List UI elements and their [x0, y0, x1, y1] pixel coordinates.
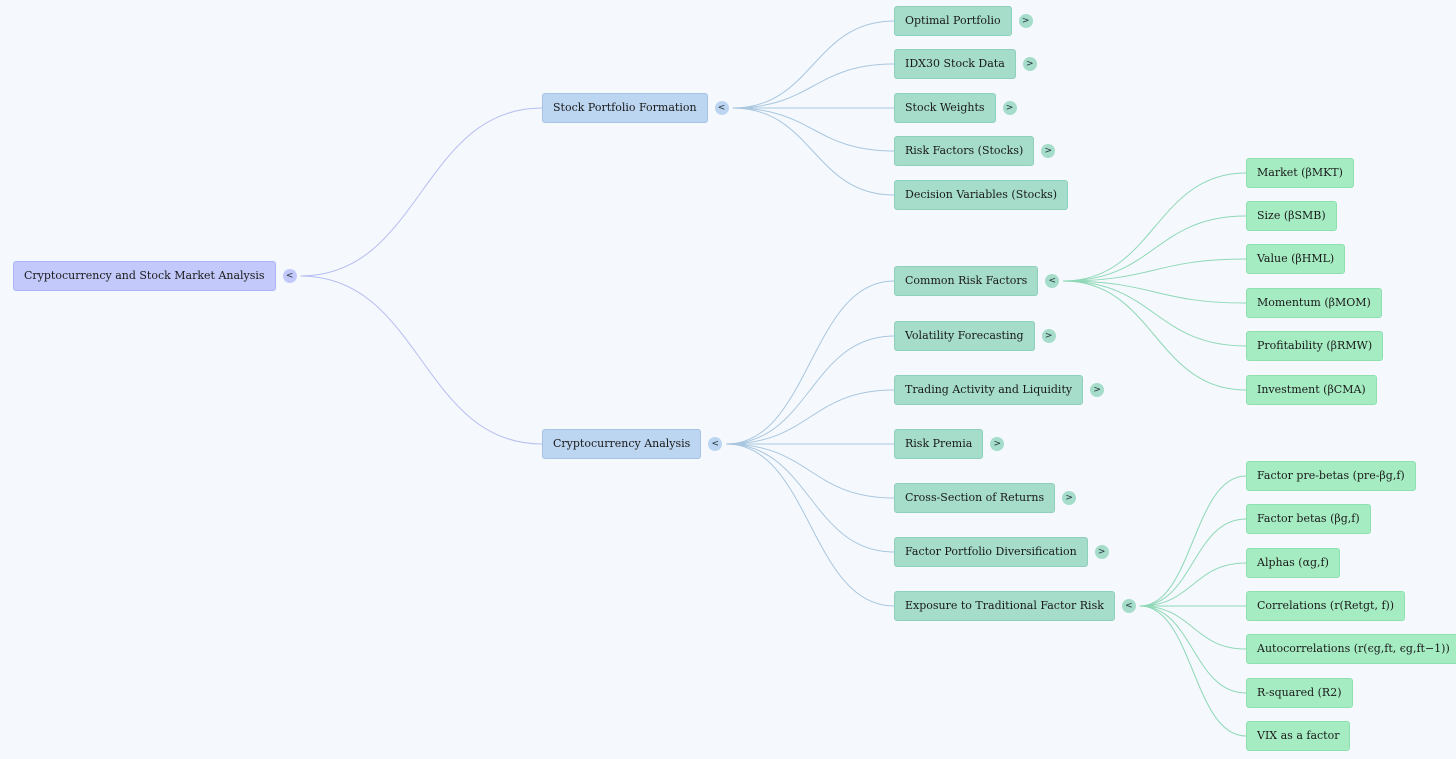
chevron-left-icon[interactable]: <: [282, 269, 297, 283]
node-vix-factor[interactable]: VIX as a factor: [1246, 721, 1351, 751]
edge-cryptocurrency-analysis-to-common-risk-factors: [726, 280, 895, 445]
edge-common-risk-factors-to-profitability: [1063, 280, 1247, 347]
chevron-right-icon[interactable]: >: [990, 437, 1005, 451]
edge-stock-portfolio-formation-to-optimal-portfolio: [732, 20, 895, 109]
node-volatility-forecasting[interactable]: Volatility Forecasting: [894, 321, 1035, 351]
node-stock-weights[interactable]: Stock Weights: [894, 93, 996, 123]
node-risk-factors-stocks[interactable]: Risk Factors (Stocks): [894, 136, 1035, 166]
node-decision-variables-stocks[interactable]: Decision Variables (Stocks): [894, 180, 1069, 210]
chevron-right-icon[interactable]: >: [1018, 14, 1033, 28]
edge-cryptocurrency-analysis-to-factor-portfolio-diversification: [726, 443, 895, 553]
chevron-left-icon[interactable]: <: [1121, 599, 1136, 613]
node-stock-portfolio-formation[interactable]: Stock Portfolio Formation: [542, 93, 708, 123]
node-factor-betas[interactable]: Factor betas (βg,f): [1246, 504, 1371, 534]
chevron-left-icon[interactable]: <: [714, 101, 729, 115]
node-value[interactable]: Value (βHML): [1246, 244, 1346, 274]
node-correlations[interactable]: Correlations (r(Retgt, f)): [1246, 591, 1406, 621]
chevron-right-icon[interactable]: >: [1022, 57, 1037, 71]
edge-exposure-traditional-factor-risk-to-r-squared: [1139, 605, 1247, 694]
node-cryptocurrency-analysis[interactable]: Cryptocurrency Analysis: [542, 429, 702, 459]
node-trading-activity-liquidity[interactable]: Trading Activity and Liquidity: [894, 375, 1084, 405]
edge-common-risk-factors-to-value: [1063, 258, 1247, 282]
node-exposure-traditional-factor-risk[interactable]: Exposure to Traditional Factor Risk: [894, 591, 1115, 621]
node-size[interactable]: Size (βSMB): [1246, 201, 1337, 231]
edge-exposure-traditional-factor-risk-to-autocorrelations: [1139, 605, 1247, 650]
chevron-left-icon[interactable]: <: [1045, 274, 1060, 288]
edge-exposure-traditional-factor-risk-to-factor-betas: [1139, 518, 1247, 607]
node-investment[interactable]: Investment (βCMA): [1246, 375, 1377, 405]
edge-common-risk-factors-to-size: [1063, 215, 1247, 282]
node-alphas[interactable]: Alphas (αg,f): [1246, 548, 1340, 578]
node-risk-premia[interactable]: Risk Premia: [894, 429, 984, 459]
edge-root-to-cryptocurrency-analysis: [300, 275, 543, 445]
edge-common-risk-factors-to-momentum: [1063, 280, 1247, 304]
chevron-right-icon[interactable]: >: [1090, 383, 1105, 397]
node-common-risk-factors[interactable]: Common Risk Factors: [894, 266, 1039, 296]
chevron-right-icon[interactable]: >: [1041, 329, 1056, 343]
chevron-left-icon[interactable]: <: [708, 437, 723, 451]
edge-stock-portfolio-formation-to-idx30-stock-data: [732, 63, 895, 109]
node-root[interactable]: Cryptocurrency and Stock Market Analysis: [13, 261, 276, 291]
chevron-right-icon[interactable]: >: [1041, 144, 1056, 158]
chevron-right-icon[interactable]: >: [1002, 101, 1017, 115]
edge-stock-portfolio-formation-to-risk-factors-stocks: [732, 107, 895, 152]
edge-common-risk-factors-to-investment: [1063, 280, 1247, 391]
node-momentum[interactable]: Momentum (βMOM): [1246, 288, 1382, 318]
node-idx30-stock-data[interactable]: IDX30 Stock Data: [894, 49, 1016, 79]
edge-common-risk-factors-to-market: [1063, 172, 1247, 282]
edge-stock-portfolio-formation-to-decision-variables-stocks: [732, 107, 895, 196]
chevron-right-icon[interactable]: >: [1062, 491, 1077, 505]
node-r-squared[interactable]: R-squared (R2): [1246, 678, 1353, 708]
edge-exposure-traditional-factor-risk-to-vix-factor: [1139, 605, 1247, 737]
node-cross-section-returns[interactable]: Cross-Section of Returns: [894, 483, 1056, 513]
node-optimal-portfolio[interactable]: Optimal Portfolio: [894, 6, 1012, 36]
node-autocorrelations[interactable]: Autocorrelations (r(ϵg,ft, ϵg,ft−1)): [1246, 634, 1456, 664]
edge-cryptocurrency-analysis-to-cross-section-returns: [726, 443, 895, 499]
node-factor-pre-betas[interactable]: Factor pre-betas (pre-βg,f): [1246, 461, 1416, 491]
edge-root-to-stock-portfolio-formation: [300, 107, 543, 277]
edge-cryptocurrency-analysis-to-volatility-forecasting: [726, 335, 895, 445]
node-profitability[interactable]: Profitability (βRMW): [1246, 331, 1384, 361]
edge-exposure-traditional-factor-risk-to-factor-pre-betas: [1139, 475, 1247, 607]
edge-cryptocurrency-analysis-to-exposure-traditional-factor-risk: [726, 443, 895, 607]
chevron-right-icon[interactable]: >: [1094, 545, 1109, 559]
edge-cryptocurrency-analysis-to-trading-activity-liquidity: [726, 389, 895, 445]
edge-exposure-traditional-factor-risk-to-alphas: [1139, 562, 1247, 607]
node-factor-portfolio-diversification[interactable]: Factor Portfolio Diversification: [894, 537, 1088, 567]
node-market[interactable]: Market (βMKT): [1246, 158, 1354, 188]
